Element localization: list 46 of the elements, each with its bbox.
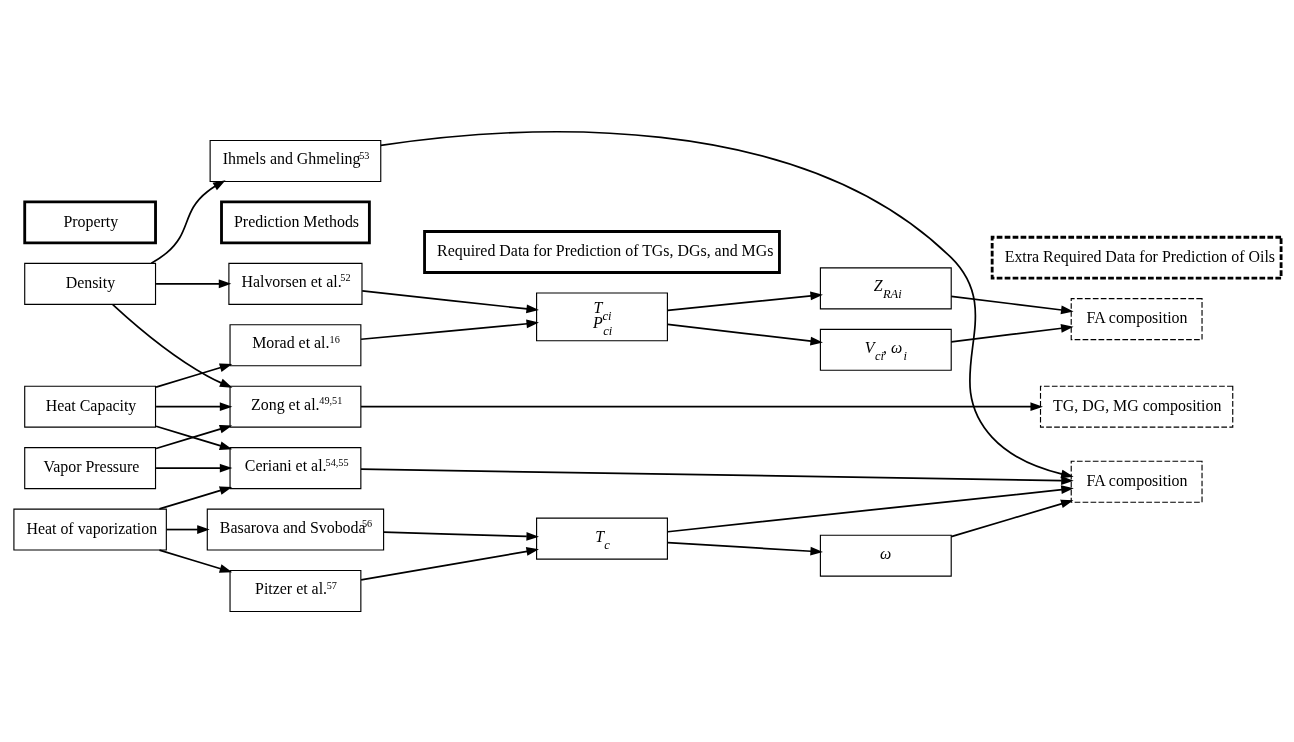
node-box: Heat Capacity: [23, 385, 156, 428]
node-box: Pitzer et al.$^{57}$: [228, 569, 361, 612]
arrow: [359, 401, 1043, 411]
arrow: [666, 291, 823, 311]
arrow: [359, 318, 539, 340]
node-box: FA composition: [1070, 460, 1203, 503]
node-box: T$_{c}$: [535, 517, 668, 560]
arrow: [154, 463, 232, 472]
arrow: [158, 485, 232, 510]
node-box: Ihmels and Ghmeling$^{53}$: [209, 139, 381, 182]
node-box: Basarova and Svoboda$^{56}$: [206, 508, 384, 551]
node-box: Ceriani et al.$^{54,55}$: [228, 446, 361, 489]
arrow: [949, 323, 1074, 343]
node-box: Heat of vaporization: [12, 508, 167, 551]
node-box: TG, DG, MG composition: [1039, 385, 1233, 428]
arrow: [165, 524, 210, 534]
node-box: Density: [23, 262, 156, 305]
arrow: [150, 179, 226, 264]
arrow: [154, 362, 232, 388]
node-box: Property: [22, 200, 157, 244]
node-box: Zong et al.$^{49,51}$: [228, 385, 361, 428]
node-box: Morad et al.$^{16}$: [228, 323, 361, 366]
arrow: [949, 295, 1074, 314]
arrow: [360, 289, 539, 313]
node-box: Extra Required Data for Prediction of Oils: [990, 235, 1282, 280]
node-box: Z$_{RAi}$: [819, 266, 952, 309]
node-box: Prediction Methods: [219, 200, 371, 244]
node-box: T$_{ci}$ P$_{ci}$: [535, 291, 668, 341]
node-box: ω: [819, 534, 952, 577]
arrow: [379, 130, 1074, 478]
node-box: FA composition: [1070, 297, 1203, 340]
arrow: [666, 323, 823, 345]
arrow: [111, 303, 232, 388]
arrow: [666, 541, 823, 556]
arrow: [359, 467, 1074, 485]
arrow: [949, 499, 1073, 537]
node-box: Required Data for Prediction of TGs, DGs, and MGs: [422, 229, 781, 274]
arrow: [666, 484, 1074, 533]
node-box: Vapor Pressure: [23, 446, 156, 489]
arrow: [359, 546, 539, 581]
arrow: [154, 278, 231, 288]
arrow: [158, 548, 232, 573]
arrow: [382, 530, 539, 541]
node-box: V$_{ci}$, ω$_{i}$: [819, 328, 952, 371]
node-box: Halvorsen et al.$^{52}$: [227, 262, 363, 305]
arrow: [154, 401, 232, 411]
